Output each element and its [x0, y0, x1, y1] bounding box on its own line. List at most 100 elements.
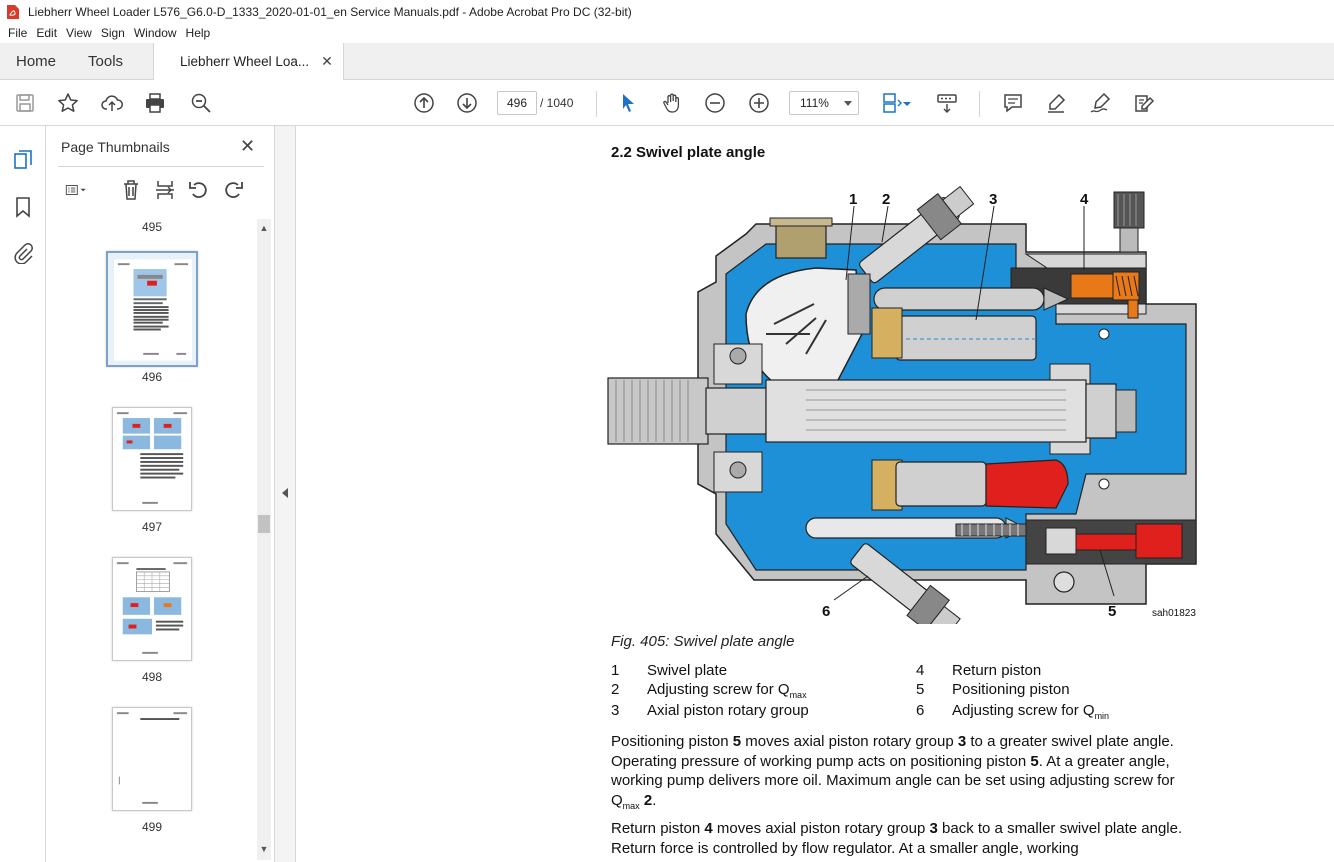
- next-page-icon[interactable]: [455, 91, 479, 115]
- thumbnail-label: 499: [141, 820, 163, 834]
- window-title: Liebherr Wheel Loader L576_G6.0-D_1333_2…: [28, 4, 632, 19]
- bookmarks-icon[interactable]: [11, 195, 35, 219]
- insert-pages-icon[interactable]: [153, 178, 177, 202]
- legend-number: 6: [916, 702, 925, 719]
- bookmark-star-icon[interactable]: [56, 91, 80, 115]
- body-paragraph-2: Return piston 4 moves axial piston rotar…: [611, 820, 1183, 857]
- legend-number: 1: [611, 662, 620, 679]
- title-bar: Liebherr Wheel Loader L576_G6.0-D_1333_2…: [0, 0, 1334, 23]
- legend-item: 2 Adjusting screw for Qmax: [611, 681, 807, 700]
- zoom-out-icon[interactable]: [703, 91, 727, 115]
- navigation-rail: [0, 126, 46, 862]
- previous-page-icon[interactable]: [412, 91, 436, 115]
- legend-number: 4: [916, 662, 925, 679]
- scroll-down-icon[interactable]: ▼: [259, 844, 269, 854]
- thumbnail-label: 496: [141, 370, 163, 384]
- zoom-dropdown-icon[interactable]: [844, 101, 852, 106]
- tab-tools[interactable]: Tools: [88, 52, 124, 70]
- tab-document[interactable]: Liebherr Wheel Loa... ✕: [153, 43, 344, 80]
- fill-sign-icon[interactable]: [1088, 91, 1112, 115]
- legend-item: 4 Return piston: [916, 662, 1041, 679]
- body-paragraph-1: Positioning piston 5 moves axial piston …: [611, 733, 1175, 811]
- panel-splitter[interactable]: [274, 126, 296, 862]
- zoom-level-select[interactable]: 111%: [789, 91, 859, 115]
- acrobat-logo-icon: [6, 4, 20, 20]
- thumbnail-page-499[interactable]: [112, 707, 192, 811]
- callout-2: 2: [882, 191, 890, 208]
- read-mode-icon[interactable]: [935, 91, 959, 115]
- thumbnail-page-496[interactable]: [106, 251, 198, 367]
- toolbar-divider: [596, 91, 597, 117]
- menu-help[interactable]: Help: [185, 26, 211, 40]
- delete-pages-icon[interactable]: [119, 178, 143, 202]
- page-number-input[interactable]: 496: [497, 91, 537, 115]
- thumbnail-label: 497: [141, 520, 163, 534]
- menu-edit[interactable]: Edit: [36, 26, 58, 40]
- print-icon[interactable]: [143, 91, 167, 115]
- save-icon[interactable]: [13, 91, 37, 115]
- document-view: 2.2 Swivel plate angle: [296, 126, 1334, 862]
- menu-window[interactable]: Window: [133, 26, 177, 40]
- main-toolbar: [0, 80, 1334, 126]
- upload-cloud-icon[interactable]: [100, 91, 124, 115]
- page-total-label: / 1040: [540, 96, 574, 110]
- toolbar-divider: [979, 91, 980, 117]
- thumbnails-scrollbar[interactable]: ▲ ▼: [257, 219, 271, 860]
- edit-pdf-icon[interactable]: [1132, 91, 1156, 115]
- figure-code: sah01823: [1152, 608, 1196, 619]
- callout-5: 5: [1108, 603, 1116, 620]
- panel-close-icon[interactable]: ✕: [240, 136, 256, 156]
- thumbnail-page-497[interactable]: [112, 407, 192, 511]
- menu-bar: File Edit View Sign Window Help: [0, 23, 1334, 43]
- menu-view[interactable]: View: [66, 26, 92, 40]
- page-thumbnails-panel: Page Thumbnails ✕ 495 496: [46, 126, 274, 862]
- zoom-in-icon[interactable]: [747, 91, 771, 115]
- legend-label: Swivel plate: [647, 662, 728, 679]
- thumbnail-options-icon[interactable]: [59, 178, 93, 202]
- scroll-up-icon[interactable]: ▲: [259, 223, 269, 233]
- rotate-right-icon[interactable]: [221, 178, 245, 202]
- tab-bar: Home Tools Liebherr Wheel Loa... ✕: [0, 43, 1334, 80]
- thumbnail-label: 495: [141, 220, 163, 234]
- comment-icon[interactable]: [1001, 91, 1025, 115]
- legend-item: 3 Axial piston rotary group: [611, 702, 809, 719]
- panel-divider: [58, 166, 264, 167]
- legend-subscript: min: [1094, 711, 1110, 721]
- thumbnail-label: 498: [141, 670, 163, 684]
- legend-item: 5 Positioning piston: [916, 681, 1070, 698]
- menu-sign[interactable]: Sign: [100, 26, 125, 40]
- tab-home[interactable]: Home: [16, 52, 57, 70]
- legend-label: Positioning piston: [952, 681, 1070, 698]
- legend-item: 1 Swivel plate: [611, 662, 727, 679]
- tab-document-label: Liebherr Wheel Loa...: [180, 54, 310, 69]
- fit-page-icon[interactable]: [880, 91, 904, 115]
- callout-6: 6: [822, 603, 830, 620]
- collapse-panel-icon[interactable]: [282, 488, 288, 498]
- zoom-search-icon[interactable]: [189, 91, 213, 115]
- legend-item: 6 Adjusting screw for Qmin: [916, 702, 1109, 721]
- rotate-left-icon[interactable]: [187, 178, 211, 202]
- legend-label: Return piston: [952, 662, 1042, 679]
- zoom-level-value: 111%: [800, 96, 829, 110]
- menu-file[interactable]: File: [8, 26, 28, 40]
- section-heading: 2.2 Swivel plate angle: [611, 144, 766, 161]
- highlight-pen-icon[interactable]: [1044, 91, 1068, 115]
- legend-subscript: max: [789, 690, 807, 700]
- scrollbar-thumb[interactable]: [258, 515, 270, 533]
- callout-1: 1: [849, 191, 857, 208]
- figure-caption: Fig. 405: Swivel plate angle: [611, 633, 795, 650]
- attachments-icon[interactable]: [11, 241, 35, 265]
- thumbnail-page-498[interactable]: [112, 557, 192, 661]
- legend-label: Axial piston rotary group: [647, 702, 809, 719]
- callout-3: 3: [989, 191, 997, 208]
- swivel-plate-figure: 1 2 3 4 5 6 sah01823: [606, 184, 1216, 637]
- legend-number: 2: [611, 681, 620, 698]
- legend-label: Adjusting screw for Q: [647, 681, 790, 698]
- select-cursor-icon[interactable]: [616, 91, 640, 115]
- page-thumbnails-icon[interactable]: [11, 148, 35, 172]
- tab-close-icon[interactable]: ✕: [321, 53, 333, 69]
- hand-tool-icon[interactable]: [660, 91, 684, 115]
- callout-4: 4: [1080, 191, 1089, 208]
- fit-page-dropdown-icon[interactable]: [902, 91, 912, 115]
- thumbnails-list: 495 496: [56, 214, 256, 862]
